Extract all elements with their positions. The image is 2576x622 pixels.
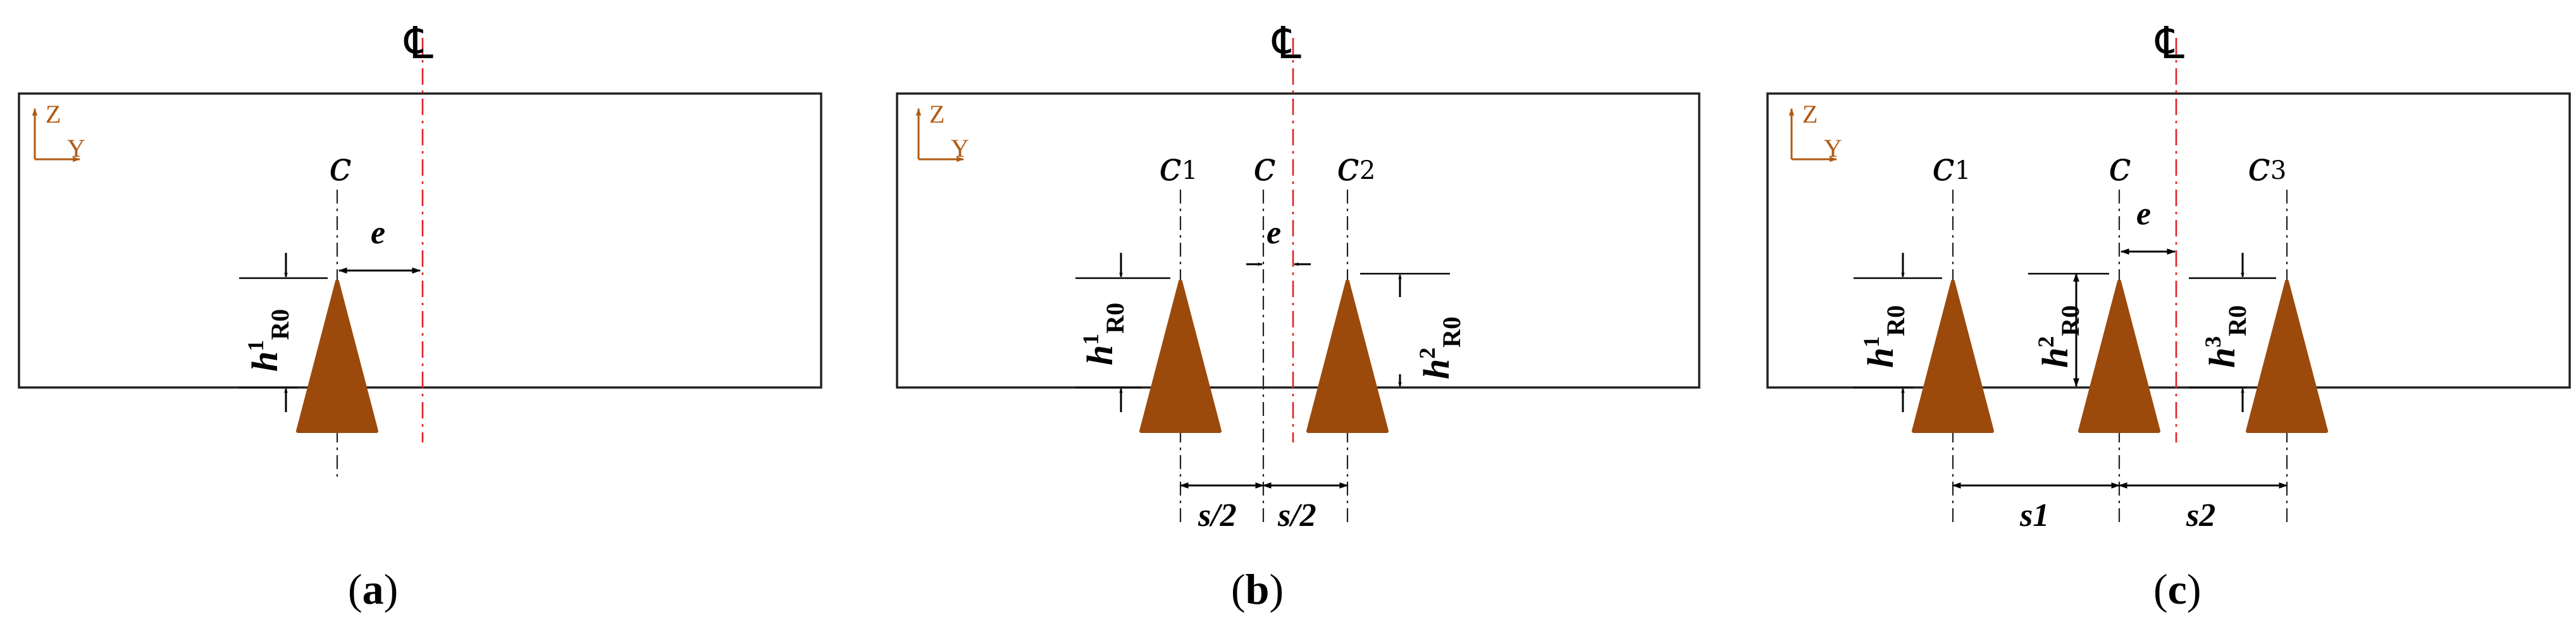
axis-z-label: Z (929, 100, 944, 128)
axis-z-label: Z (46, 100, 61, 128)
c1-label: c1 (1932, 143, 1971, 190)
spacing-dimension: s/2 s/2 (1179, 482, 1349, 534)
half-spacing-label-right: s/2 (1277, 497, 1316, 534)
eccentricity-label: e (371, 215, 385, 251)
centerline-symbol: ℄ (2155, 17, 2184, 69)
panel-c: ℄ Z Y c1 c c3 e h1R0 (1766, 17, 2571, 613)
eccentricity-label: e (1266, 215, 1281, 251)
axis-indicator: Z Y (1788, 100, 1842, 162)
tooth-1 (1139, 279, 1222, 433)
centerline-symbol: ℄ (404, 17, 433, 69)
axis-y-label: Y (1824, 134, 1842, 162)
height-3-label: h3R0 (2200, 305, 2251, 368)
height-2-dimension: h2R0 (1360, 272, 1466, 387)
eccentricity-dimension: e (338, 215, 421, 274)
height-2-dimension: h2R0 (2028, 272, 2109, 387)
spacing-dimension: s1 s2 (1952, 482, 2288, 534)
axis-y-label: Y (67, 134, 85, 162)
height-1-dimension: h1R0 (1075, 253, 1170, 412)
centerline-symbol: ℄ (1272, 17, 1301, 69)
plate-outline (1766, 92, 2571, 389)
centroid-label: c (329, 143, 352, 190)
panel-c-caption: (c) (2153, 565, 2201, 613)
axis-y-label: Y (951, 134, 969, 162)
c2-label: c2 (1337, 143, 1375, 190)
panel-b: ℄ Z Y c1 c c2 e h1R0 (896, 17, 1700, 613)
axis-z-label: Z (1802, 100, 1817, 128)
height-1-dimension: h1R0 (1854, 253, 1942, 412)
panel-a: ℄ Z Y c e h1R0 (a) (18, 17, 822, 613)
height-dimension: h1R0 (239, 253, 328, 412)
centroid-label: c (2108, 143, 2131, 190)
tooth (296, 279, 378, 433)
height-3-dimension: h3R0 (2189, 253, 2276, 412)
axis-indicator: Z Y (32, 100, 85, 162)
c1-label: c1 (1159, 143, 1198, 190)
tooth-2 (1306, 279, 1389, 433)
centroid-label: c (1253, 143, 1276, 190)
height-1-label: h1R0 (1859, 305, 1910, 368)
c3-label: c3 (2248, 143, 2286, 190)
plate-outline (18, 92, 822, 389)
tooth-2 (2078, 279, 2160, 433)
spacing-s2-label: s2 (2186, 497, 2215, 534)
half-spacing-label-left: s/2 (1198, 497, 1237, 534)
tooth-3 (2246, 279, 2328, 433)
height-1-label: h1R0 (1078, 303, 1129, 365)
eccentricity-dimension: e (1246, 215, 1311, 266)
height-label: h1R0 (243, 309, 294, 372)
axis-indicator: Z Y (915, 100, 969, 162)
panel-a-caption: (a) (348, 565, 398, 613)
tooth-1 (1912, 279, 1994, 433)
height-2-label: h2R0 (1415, 317, 1466, 379)
eccentricity-dimension: e (2120, 196, 2176, 255)
height-2-label: h2R0 (2033, 305, 2084, 368)
panel-b-caption: (b) (1231, 565, 1284, 613)
spacing-s1-label: s1 (2019, 497, 2049, 534)
eccentricity-label: e (2136, 196, 2151, 232)
plate-outline (896, 92, 1700, 389)
